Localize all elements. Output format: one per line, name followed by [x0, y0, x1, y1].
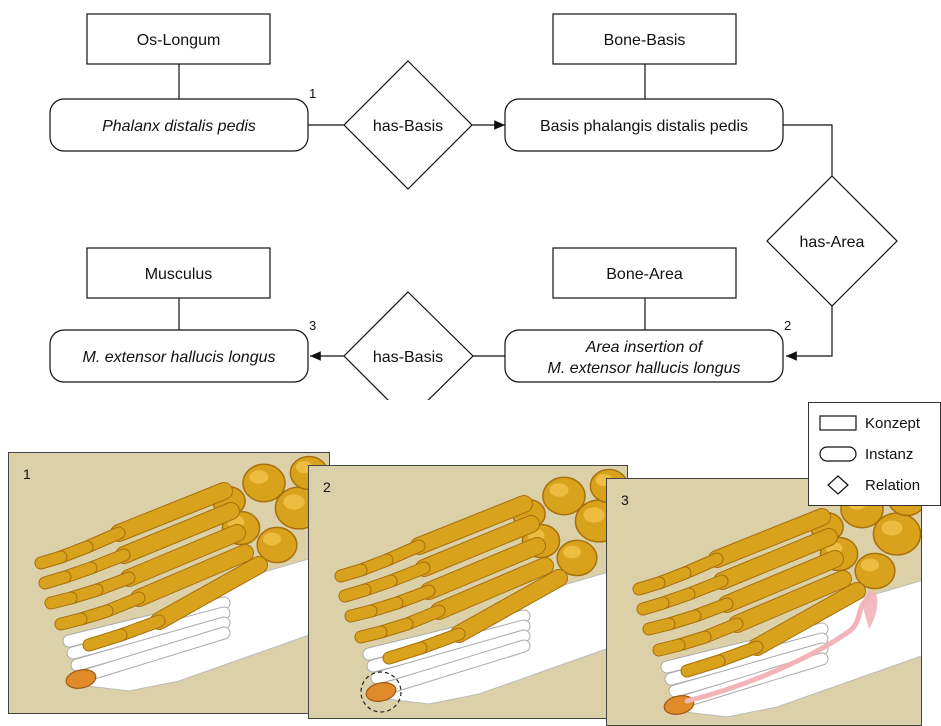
phalanx-bone [45, 577, 65, 583]
phalanx-bone [361, 632, 381, 637]
relation-has-basis-bottom: has-Basis [344, 292, 473, 400]
tarsal-highlight [263, 533, 281, 546]
instance-area-insertion: Area insertion of M. extensor hallucis l… [505, 330, 783, 382]
concept-musculus: Musculus [87, 248, 270, 298]
svg-text:has-Basis: has-Basis [373, 349, 443, 366]
marker-1: 1 [309, 86, 316, 101]
phalanx-bone [649, 624, 669, 629]
concept-bone-basis: Bone-Basis [553, 14, 736, 64]
foot-panel-2: 2 [308, 465, 628, 719]
foot-panel-3: 3 [606, 478, 922, 726]
foot-skeleton-image-2 [309, 466, 627, 718]
legend: Konzept Instanz Relation [808, 402, 941, 506]
phalanx-bone [345, 590, 365, 596]
svg-text:M. extensor hallucis longus: M. extensor hallucis longus [83, 349, 276, 366]
svg-text:Area insertion of: Area insertion of [585, 339, 704, 356]
legend-konzept: Konzept [819, 412, 920, 434]
legend-relation: Relation [819, 474, 920, 496]
tarsal-highlight [549, 483, 568, 497]
svg-text:Phalanx distalis pedis: Phalanx distalis pedis [102, 118, 256, 135]
instance-phalanx-distalis-pedis: Phalanx distalis pedis [50, 99, 308, 151]
relation-has-area: has-Area [767, 176, 897, 306]
rectangle-icon [819, 415, 857, 431]
svg-text:Musculus: Musculus [145, 266, 213, 283]
panel-number-1: 1 [23, 466, 31, 482]
legend-instanz: Instanz [819, 443, 913, 465]
svg-text:has-Area: has-Area [800, 234, 865, 251]
phalanx-bone [51, 598, 71, 603]
marker-2: 2 [784, 318, 791, 333]
foot-panel-1: 1 [8, 452, 330, 714]
svg-text:has-Basis: has-Basis [373, 118, 443, 135]
foot-skeleton-image-3 [607, 479, 921, 725]
instance-basis-phalangis: Basis phalangis distalis pedis [505, 99, 783, 151]
panel-number-2: 2 [323, 479, 331, 495]
relation-has-basis-top: has-Basis [344, 61, 472, 189]
tarsal-highlight [861, 559, 879, 572]
tarsal-highlight [249, 470, 268, 484]
svg-text:Bone-Area: Bone-Area [606, 266, 683, 283]
ontology-diagram: Os-Longum Bone-Basis Musculus Bone-Area … [0, 0, 941, 400]
phalanx-bone [639, 583, 659, 589]
phalanx-bone [61, 619, 81, 624]
tarsal-highlight [563, 546, 581, 559]
tarsal-highlight [583, 507, 604, 522]
marker-3: 3 [309, 318, 316, 333]
svg-text:Basis phalangis distalis pedis: Basis phalangis distalis pedis [540, 118, 748, 135]
foot-skeleton-image-1 [9, 453, 329, 713]
concept-os-longum: Os-Longum [87, 14, 270, 64]
rounded-rectangle-icon [819, 446, 857, 462]
svg-text:Os-Longum: Os-Longum [137, 32, 221, 49]
panel-number-3: 3 [621, 492, 629, 508]
phalanx-bone [659, 645, 679, 650]
concept-bone-area: Bone-Area [553, 248, 736, 298]
diamond-icon [819, 474, 857, 496]
phalanx-bone [351, 611, 371, 616]
phalanx-bone [41, 557, 61, 563]
tarsal-highlight [881, 520, 902, 535]
phalanx-bone [341, 570, 361, 576]
svg-text:M. extensor hallucis longus: M. extensor hallucis longus [548, 360, 741, 377]
instance-extensor-hallucis-longus: M. extensor hallucis longus [50, 330, 308, 382]
svg-text:Bone-Basis: Bone-Basis [604, 32, 686, 49]
tarsal-highlight [283, 494, 304, 509]
phalanx-bone [643, 603, 663, 609]
